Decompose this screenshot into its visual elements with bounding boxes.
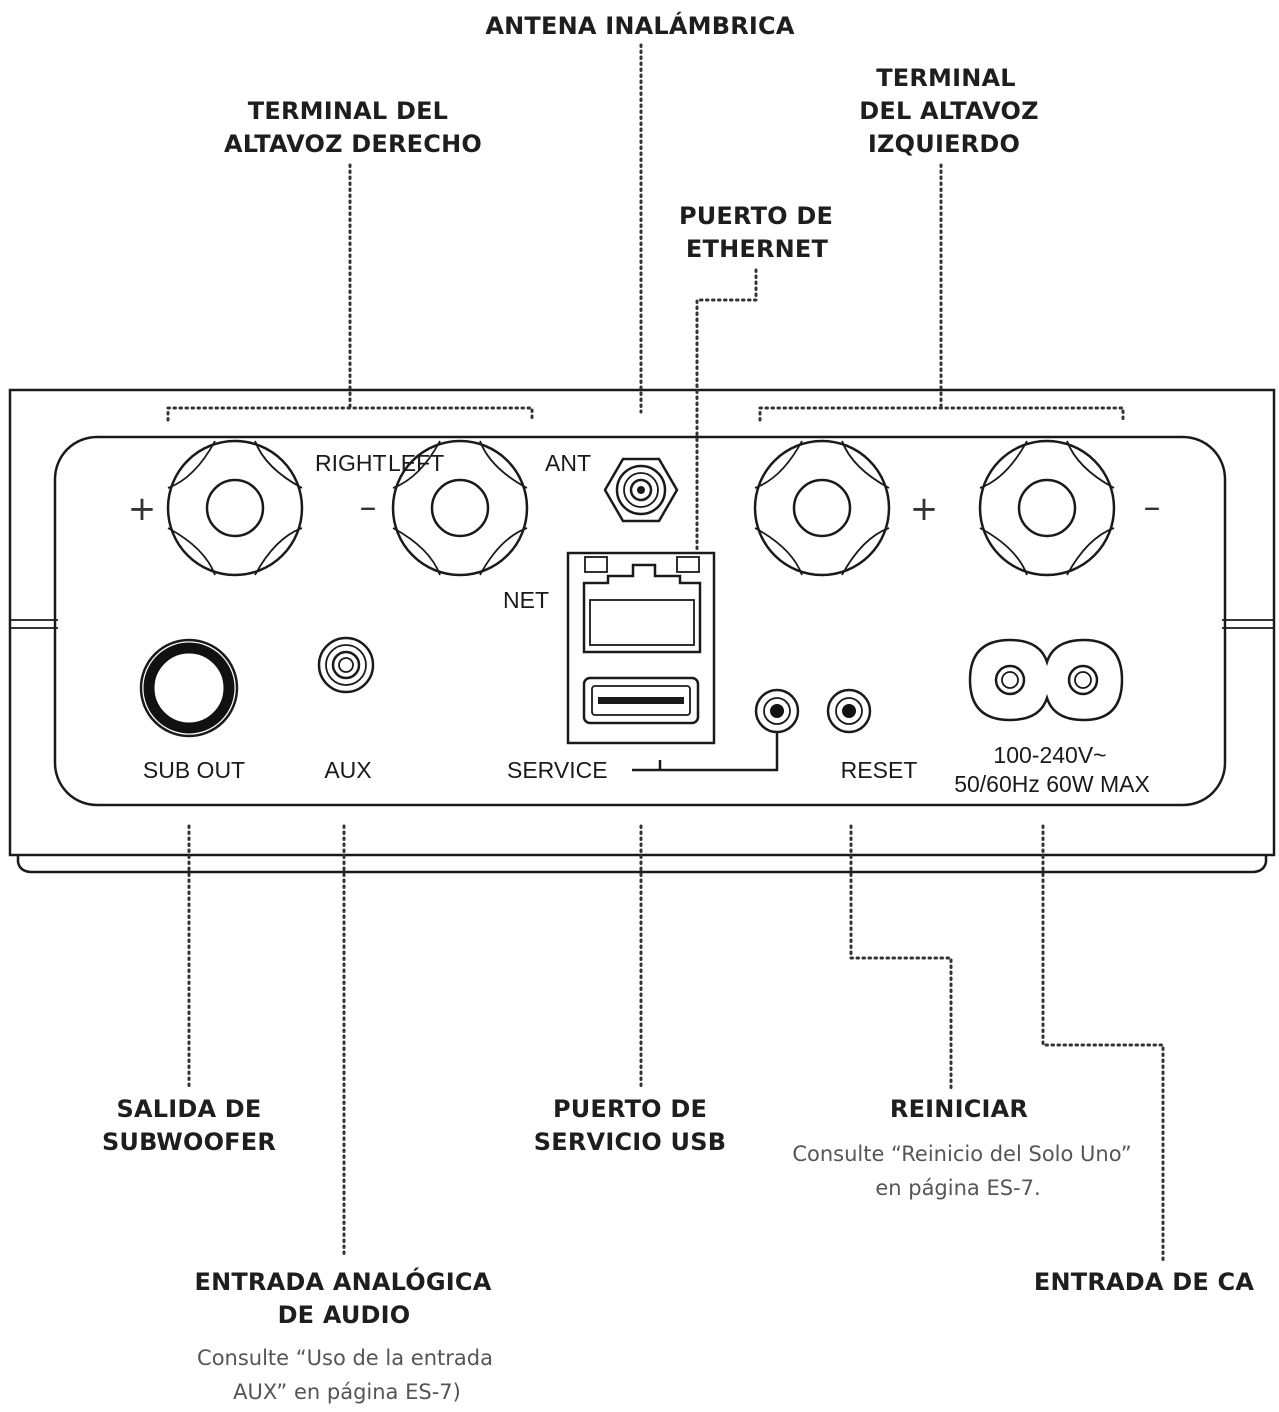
ethernet-port: [582, 556, 702, 654]
right-label: RIGHT: [315, 450, 387, 476]
callout-left-speaker-line1: TERMINAL: [876, 64, 1016, 92]
callout-usb-service-line1: PUERTO DE: [553, 1095, 707, 1123]
aux-input-jack: [317, 636, 375, 694]
callout-usb-service-line2: SERVICIO USB: [534, 1128, 726, 1156]
left-minus-sign: –: [1144, 487, 1161, 527]
sub-out-label: SUB OUT: [143, 757, 245, 783]
antenna-connector: [603, 457, 679, 523]
aux-label: AUX: [324, 757, 371, 783]
left-label: LEFT: [388, 450, 444, 476]
callout-left-speaker-line2: DEL ALTAVOZ: [859, 97, 1038, 125]
callout-reset: REINICIAR: [890, 1095, 1028, 1123]
callout-ethernet-line2: ETHERNET: [686, 235, 829, 263]
rear-panel-face: [53, 435, 1227, 807]
analog-note-line1: Consulte “Uso de la entrada: [197, 1346, 493, 1370]
power-rating-line2: 50/60Hz 60W MAX: [954, 771, 1150, 797]
callout-ethernet-line1: PUERTO DE: [679, 202, 833, 230]
service-bracket-line: [632, 732, 779, 772]
reset-button: [826, 688, 872, 734]
speaker-terminal-left-plus: [753, 439, 891, 577]
ethernet-usb-block: [566, 551, 716, 745]
analog-note-line2: AUX” en página ES-7): [233, 1380, 461, 1404]
ac-power-inlet: [968, 638, 1124, 722]
callout-analog-input-line1: ENTRADA ANALÓGICA: [194, 1266, 491, 1296]
callout-subwoofer-line1: SALIDA DE: [116, 1095, 261, 1123]
right-plus-sign: +: [128, 489, 157, 529]
ant-label: ANT: [545, 450, 591, 476]
reset-label: RESET: [841, 757, 918, 783]
speaker-terminal-right-plus: [166, 439, 304, 577]
callout-left-speaker-line3: IZQUIERDO: [868, 130, 1020, 158]
callout-analog-input-line2: DE AUDIO: [278, 1301, 411, 1329]
service-button: [754, 688, 800, 734]
usb-service-port: [582, 676, 700, 725]
callout-right-speaker-line1: TERMINAL DEL: [248, 97, 448, 125]
device-body: [8, 388, 1276, 874]
callout-subwoofer-line2: SUBWOOFER: [102, 1128, 276, 1156]
right-minus-sign: –: [360, 487, 377, 527]
reset-note-line1: Consulte “Reinicio del Solo Uno”: [792, 1142, 1131, 1166]
reset-note-line2: en página ES-7.: [875, 1176, 1040, 1200]
speaker-terminal-left-minus: [978, 439, 1116, 577]
callout-ac-input: ENTRADA DE CA: [1034, 1268, 1254, 1296]
left-plus-sign: +: [910, 489, 939, 529]
service-label: SERVICE: [507, 757, 608, 783]
callout-wireless-antenna: ANTENA INALÁMBRICA: [485, 11, 794, 40]
speaker-terminal-right-minus: [391, 439, 529, 577]
subwoofer-output-jack: [139, 638, 239, 738]
power-rating-line1: 100-240V~: [993, 742, 1106, 768]
callout-right-speaker-line2: ALTAVOZ DERECHO: [224, 130, 482, 158]
net-label: NET: [503, 587, 549, 613]
leader-lines: [166, 43, 1165, 1264]
